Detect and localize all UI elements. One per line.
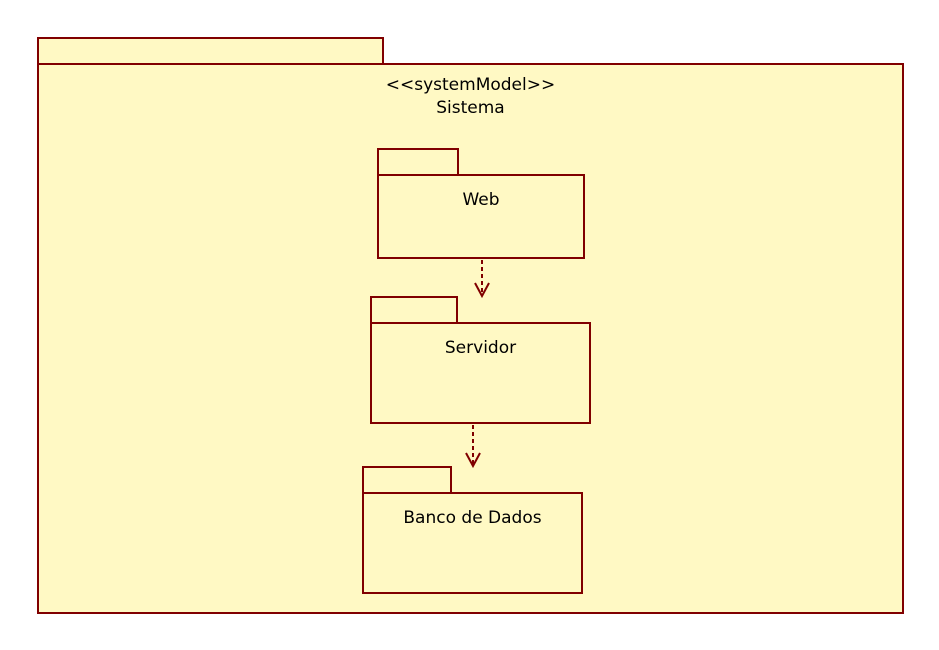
web-package[interactable]: Web [377,174,585,259]
system-stereotype: <<systemModel>> [385,75,556,95]
banco-de-dados-package-label: Banco de Dados [403,508,542,528]
system-name: Sistema [436,98,505,118]
web-package-label: Web [462,190,500,210]
servidor-package[interactable]: Servidor [370,322,591,424]
web-package-tab [377,148,459,176]
banco-de-dados-package[interactable]: Banco de Dados [362,492,583,594]
dependency-servidor-banco-de-dados[interactable] [465,425,481,469]
servidor-package-label: Servidor [444,338,517,358]
dependency-web-servidor[interactable] [474,260,490,299]
